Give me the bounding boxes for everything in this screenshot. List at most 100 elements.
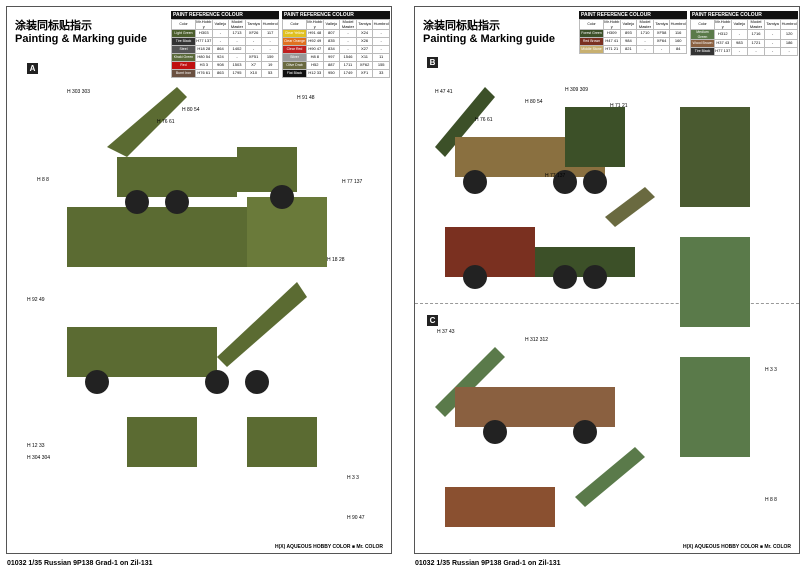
column-header: Tamiya (763, 19, 782, 30)
table-cell: Middle Stone (579, 45, 604, 54)
table-cell: - (652, 45, 671, 54)
table-cell: Wood Brown (690, 39, 715, 48)
callout: H 303 303 (67, 89, 91, 95)
table-cell: 160 (669, 37, 687, 46)
table-cell: 997 (322, 53, 341, 62)
table-cell: - (339, 37, 357, 46)
vehicle-illustrations (435, 87, 750, 527)
title-en: Painting & Marking guide (15, 33, 148, 45)
column-header: Model Master (228, 19, 246, 30)
callout: H 77 137 (342, 179, 363, 185)
table-cell: 1716 (747, 29, 765, 40)
table-cell: Burnt Iron (171, 69, 196, 78)
footer: 01032 1/35 Russian 9P138 Grad-1 on Zil-1… (7, 560, 153, 567)
table-cell: 155 (372, 61, 390, 70)
table-cell: Olive Drab (282, 61, 307, 70)
callout: H 312 312 (525, 337, 549, 343)
table-cell: - (228, 53, 246, 62)
table-cell: H76 61 (195, 69, 213, 78)
table-cell: - (261, 37, 279, 46)
table-cell: - (780, 47, 798, 56)
title-en: Painting & Marking guide (423, 33, 556, 45)
table-cell: - (372, 29, 390, 38)
table-cell: - (372, 37, 390, 46)
callout: H 8 8 (765, 497, 777, 503)
callout: H 76 61 (475, 117, 493, 123)
table-header: PAINT REFERENCE COLOUR (690, 11, 798, 19)
callout: H 76 61 (157, 119, 175, 125)
table-cell: - (636, 45, 654, 54)
callout: H 47 41 (435, 89, 453, 95)
callout: H 80 54 (182, 107, 200, 113)
section-label: A (27, 63, 38, 74)
table-cell: - (339, 45, 357, 54)
table-cell: XF64 (652, 37, 671, 46)
table-cell: 11 (372, 53, 390, 62)
table-cell: XF26 (244, 29, 263, 38)
table-cell: H8 8 (306, 53, 324, 62)
table-cell: 834 (322, 45, 341, 54)
callout: H 90 47 (347, 515, 365, 521)
callout: H 12 33 (27, 443, 45, 449)
column-header: Vallejo (211, 19, 230, 30)
table-cell: 1710 (636, 29, 654, 38)
table-cell: H3 3 (195, 61, 213, 70)
table-cell: - (636, 37, 654, 46)
vehicle-illustrations (67, 87, 327, 467)
callout: H 309 309 (565, 87, 589, 93)
table-cell: 807 (322, 29, 341, 38)
table-cell: Clear Yellow (282, 29, 307, 38)
table-cell: Steel (171, 45, 196, 54)
table-cell: 863 (211, 69, 230, 78)
table-cell: Red Brown (579, 37, 604, 46)
table-cell: H52 (306, 61, 324, 70)
column-header: Tamiya (652, 19, 671, 30)
table-cell: 983 (730, 39, 749, 48)
section-label: B (427, 57, 438, 68)
table-cell: - (211, 37, 230, 46)
table-cell: - (211, 29, 230, 38)
table-cell: 1713 (228, 29, 246, 38)
table-cell: 924 (211, 53, 230, 62)
table-cell: 117 (261, 29, 279, 38)
table-cell: Medium Green (690, 29, 715, 40)
section-label: C (427, 315, 438, 326)
table-cell: H77 137 (714, 47, 732, 56)
callout: H 3 3 (765, 367, 777, 373)
table-cell: 1711 (339, 61, 357, 70)
table-cell: 1721 (747, 39, 765, 48)
callout: H 77 137 (545, 173, 566, 179)
table-cell: 84 (669, 45, 687, 54)
table-cell: XF51 (244, 53, 263, 62)
callout: H 92 49 (27, 297, 45, 303)
legend: H(X) AQUEOUS HOBBY COLOR ■ Mr. COLOR (682, 544, 791, 550)
table-cell: Clear Red (282, 45, 307, 54)
table-cell: 53 (261, 69, 279, 78)
table-cell: X24 (355, 29, 374, 38)
table-cell: XF62 (355, 61, 374, 70)
table-cell: - (372, 45, 390, 54)
callout: H 8 8 (37, 177, 49, 183)
table-cell: H18 28 (195, 45, 213, 54)
table-cell: - (244, 37, 263, 46)
table-cell: - (730, 47, 749, 56)
